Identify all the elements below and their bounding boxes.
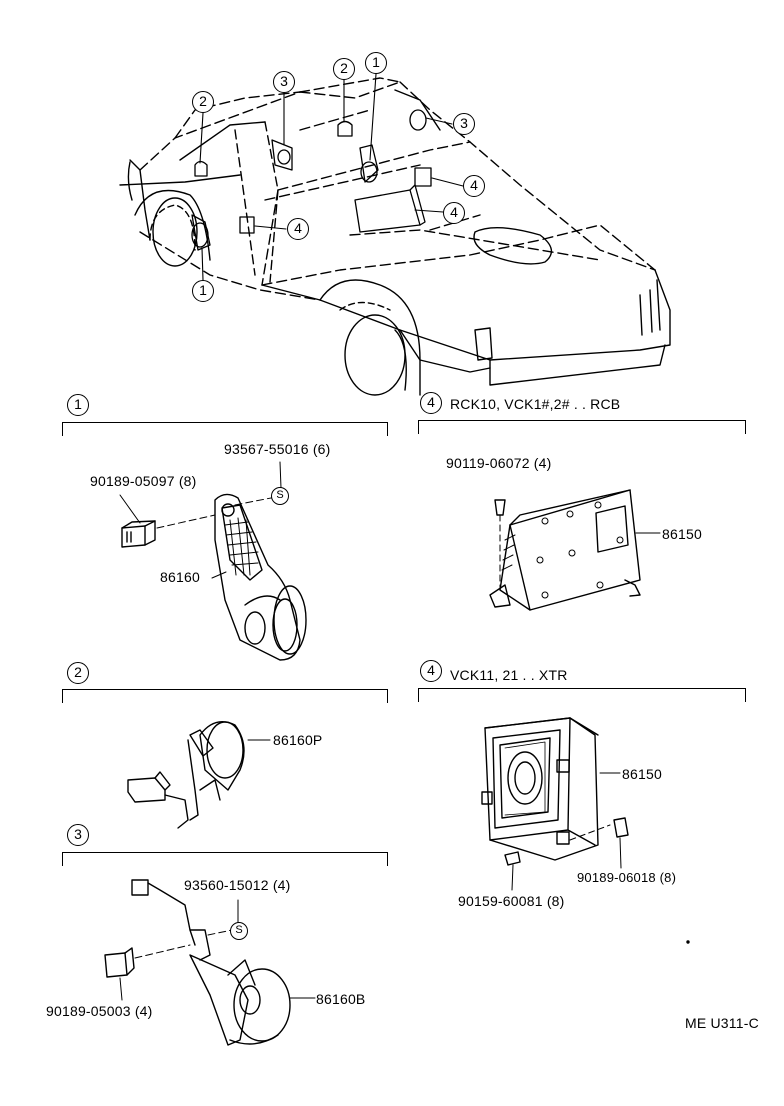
callout-3-left: 3: [273, 71, 295, 93]
callout-1-center: 1: [365, 52, 387, 74]
callout-1-front-door: 1: [192, 280, 214, 302]
part-86150-rcb: 86150: [662, 526, 702, 542]
part-86160B: 86160B: [316, 991, 366, 1007]
section3-bracket: [62, 852, 388, 866]
part-86160P: 86160P: [273, 732, 323, 748]
part-86160: 86160: [160, 569, 200, 585]
callout-3-right: 3: [453, 113, 475, 135]
part-90189-06018: 90189-06018 (8): [577, 870, 677, 885]
section1-drawing: [119, 461, 307, 661]
callout-4-right-unit: 4: [463, 175, 485, 197]
part-90189-05097: 90189-05097 (8): [90, 473, 197, 489]
section4a-number: 4: [420, 392, 442, 414]
truck-components: [191, 109, 432, 251]
section3-number: 3: [67, 824, 89, 846]
section4b-number: 4: [420, 660, 442, 682]
section4b-bracket: [418, 688, 746, 702]
section2-number: 2: [67, 662, 89, 684]
callout-4-amp: 4: [443, 202, 465, 224]
section4b-drawing: [481, 717, 690, 944]
diagram-code: ME U311-C: [685, 1015, 759, 1031]
truck-outline: [119, 77, 671, 396]
section4a-bracket: [418, 420, 746, 434]
callout-2-front-tweeter: 2: [192, 91, 214, 113]
part-86150-xtr: 86150: [622, 766, 662, 782]
screw-mark-s3: S: [230, 922, 248, 940]
section4b-title: VCK11, 21 . . XTR: [450, 667, 568, 683]
part-90189-05003: 90189-05003 (4): [46, 1003, 153, 1019]
part-90159-60081: 90159-60081 (8): [458, 893, 565, 909]
section3-drawing: [104, 879, 316, 1046]
part-93560-15012: 93560-15012 (4): [184, 877, 291, 893]
section4a-title: RCK10, VCK1#,2# . . RCB: [450, 396, 621, 412]
section2-drawing: [127, 721, 271, 829]
section1-bracket: [62, 422, 388, 436]
truck-leader-lines: [199, 73, 464, 281]
callout-2-center: 2: [333, 58, 355, 80]
screw-mark-s1: S: [271, 487, 289, 505]
part-90119-06072: 90119-06072 (4): [446, 455, 552, 471]
section2-bracket: [62, 689, 388, 703]
section1-number: 1: [67, 394, 89, 416]
part-93567-55016: 93567-55016 (6): [224, 441, 331, 457]
section4a-drawing: [489, 489, 661, 611]
callout-4-left-unit: 4: [287, 218, 309, 240]
